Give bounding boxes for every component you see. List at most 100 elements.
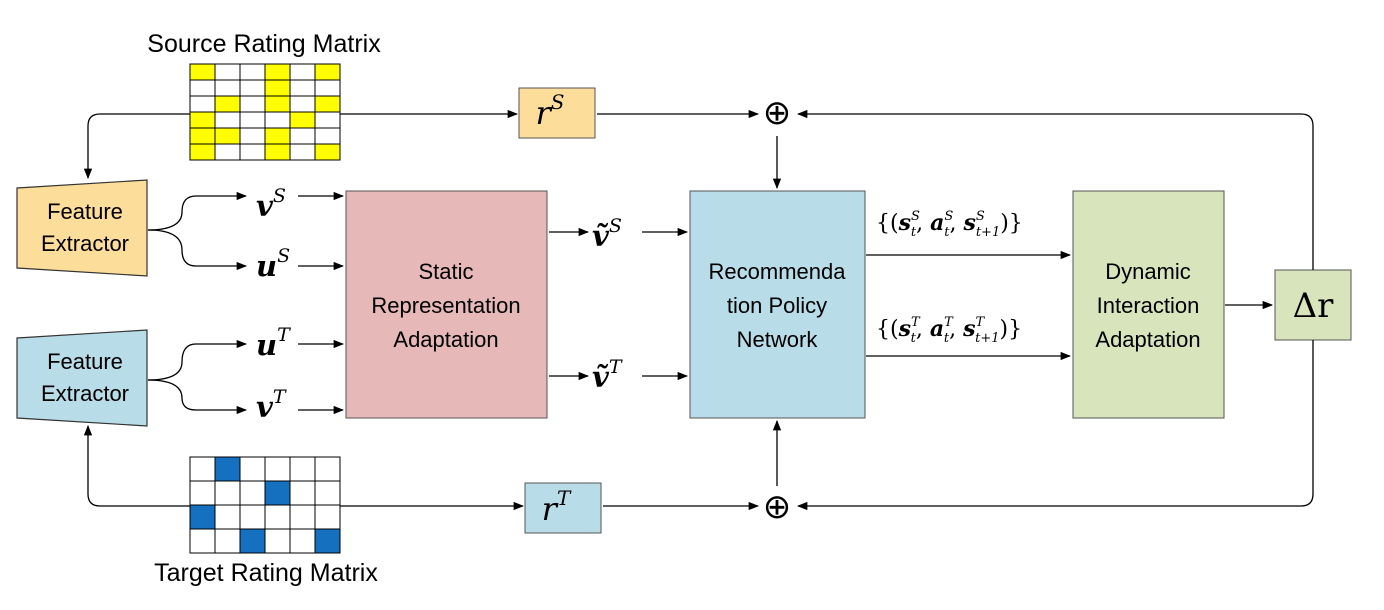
dynamic-interaction-adaptation: Dynamic Interaction Adaptation [1072, 190, 1225, 419]
arrow-source-matrix-to-extractor [83, 113, 190, 180]
source-matrix-cell-3-2 [239, 111, 266, 129]
arrow-target-matrix-to-extractor [83, 424, 190, 507]
policy-line3: Network [737, 327, 819, 352]
source-matrix-cell-2-1 [214, 95, 241, 113]
source-matrix-cell-5-3 [264, 143, 291, 161]
feature-extractor-source-line2: Extractor [41, 231, 129, 256]
feature-extractor-source: Feature Extractor [16, 179, 148, 277]
source-matrix-cell-2-0 [189, 95, 216, 113]
dynamic-line1: Dynamic [1105, 259, 1191, 284]
target-matrix-cell-2-0 [189, 504, 216, 530]
target-matrix-cell-1-0 [189, 480, 216, 506]
source-matrix-cell-0-5 [314, 63, 341, 81]
source-matrix-cell-5-1 [214, 143, 241, 161]
source-matrix-cell-4-5 [314, 127, 341, 145]
feature-extractor-target-line2: Extractor [41, 381, 129, 406]
target-matrix-cell-0-1 [214, 456, 241, 482]
target-matrix-cell-3-1 [214, 528, 241, 554]
source-matrix-cell-1-3 [264, 79, 291, 97]
recommendation-policy-network: Recommenda tion Policy Network [689, 190, 866, 419]
feature-u-s: uS [256, 245, 290, 283]
feature-extractor-target: Feature Extractor [16, 329, 148, 427]
source-matrix-cell-5-5 [314, 143, 341, 161]
target-matrix-cell-1-3 [264, 480, 291, 506]
source-matrix-cell-0-2 [239, 63, 266, 81]
target-matrix-cell-3-2 [239, 528, 266, 554]
target-matrix-cell-1-2 [239, 480, 266, 506]
source-rating-matrix [189, 63, 341, 161]
feature-u-t: uT [256, 324, 291, 362]
connectors [83, 109, 1314, 511]
target-matrix-cell-0-2 [239, 456, 266, 482]
source-matrix-cell-2-4 [289, 95, 316, 113]
source-matrix-cell-0-4 [289, 63, 316, 81]
dynamic-line2: Interaction [1097, 293, 1200, 318]
source-matrix-cell-2-3 [264, 95, 291, 113]
delta-reward-symbol: Δr [1293, 286, 1335, 326]
target-matrix-cell-3-5 [314, 528, 341, 554]
feature-v-t: vT [256, 386, 287, 424]
target-matrix-cell-3-4 [289, 528, 316, 554]
static-representation-adaptation: Static Representation Adaptation [345, 190, 548, 419]
dynamic-line3: Adaptation [1095, 327, 1200, 352]
static-line3: Adaptation [393, 327, 498, 352]
target-matrix-cell-0-4 [289, 456, 316, 482]
oplus-top: ⊕ [763, 94, 792, 132]
target-matrix-cell-2-2 [239, 504, 266, 530]
target-matrix-title: Target Rating Matrix [154, 559, 378, 587]
source-matrix-cell-4-3 [264, 127, 291, 145]
target-matrix-cell-3-3 [264, 528, 291, 554]
source-matrix-cell-3-4 [289, 111, 316, 129]
source-matrix-cell-4-2 [239, 127, 266, 145]
source-matrix-cell-1-1 [214, 79, 241, 97]
target-matrix-cell-0-0 [189, 456, 216, 482]
arrow-delta-r-to-oplus-bottom [796, 340, 1314, 511]
oplus-bottom: ⊕ [763, 488, 792, 526]
source-matrix-cell-3-3 [264, 111, 291, 129]
target-matrix-cell-3-0 [189, 528, 216, 554]
source-matrix-cell-5-2 [239, 143, 266, 161]
source-matrix-cell-1-2 [239, 79, 266, 97]
target-rating-matrix [189, 456, 341, 554]
target-matrix-cell-0-3 [264, 456, 291, 482]
brace-to-v-s [147, 191, 248, 231]
source-matrix-cell-4-4 [289, 127, 316, 145]
target-matrix-cell-2-1 [214, 504, 241, 530]
target-matrix-cell-2-4 [289, 504, 316, 530]
target-matrix-cell-2-3 [264, 504, 291, 530]
target-matrix-cell-1-1 [214, 480, 241, 506]
source-matrix-cell-0-1 [214, 63, 241, 81]
delta-reward-box: Δr [1274, 269, 1352, 341]
feature-extractor-source-line1: Feature [47, 199, 123, 224]
policy-line2: tion Policy [727, 293, 827, 318]
target-matrix-cell-1-4 [289, 480, 316, 506]
source-matrix-cell-5-4 [289, 143, 316, 161]
source-matrix-cell-4-0 [189, 127, 216, 145]
source-matrix-cell-5-0 [189, 143, 216, 161]
source-matrix-title: Source Rating Matrix [147, 30, 381, 58]
static-line2: Representation [371, 293, 520, 318]
source-matrix-cell-3-5 [314, 111, 341, 129]
feature-extractor-target-line1: Feature [47, 349, 123, 374]
feature-vtilde-s: ṽS [592, 215, 622, 253]
static-line1: Static [418, 259, 473, 284]
brace-to-u-t [147, 339, 248, 381]
brace-to-u-s [147, 229, 248, 271]
arrow-delta-r-to-oplus-top [796, 109, 1314, 270]
source-matrix-cell-1-0 [189, 79, 216, 97]
target-matrix-cell-1-5 [314, 480, 341, 506]
source-matrix-cell-2-5 [314, 95, 341, 113]
source-matrix-cell-1-5 [314, 79, 341, 97]
source-matrix-cell-0-3 [264, 63, 291, 81]
reward-target-box: rT [524, 482, 602, 534]
source-matrix-cell-1-4 [289, 79, 316, 97]
source-matrix-cell-3-1 [214, 111, 241, 129]
source-matrix-cell-4-1 [214, 127, 241, 145]
brace-to-v-t [147, 379, 248, 415]
target-matrix-cell-2-5 [314, 504, 341, 530]
source-matrix-cell-3-0 [189, 111, 216, 129]
reward-source-symbol: rS [536, 90, 565, 132]
